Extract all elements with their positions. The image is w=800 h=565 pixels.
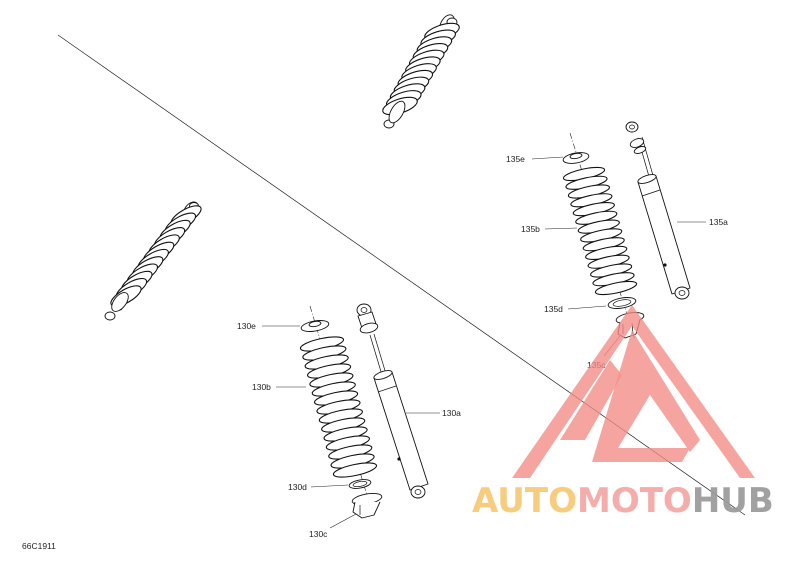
callout-135e: 135e: [506, 154, 525, 164]
part-135d-ring: [607, 297, 637, 309]
watermark-word-moto: MOTO: [577, 481, 692, 521]
spring-coil: [594, 280, 638, 296]
watermark-triangle-mark: [512, 305, 755, 478]
callout-135a: 135a: [709, 217, 728, 227]
callout-130e: 130e: [237, 321, 256, 331]
part-130e-spring-seat: [300, 320, 330, 332]
callout-135b: 135b: [521, 224, 540, 234]
callout-130d: 130d: [288, 482, 307, 492]
callout-130b: 130b: [252, 382, 271, 392]
watermark-logo: AUTOMOTOHUB: [472, 305, 774, 521]
exploded-set-135: [562, 121, 691, 341]
part-130d-ring: [348, 479, 372, 489]
assembled-shock-top: [382, 14, 460, 129]
assembled-shock-left: [104, 201, 202, 321]
watermark-word-hub: HUB: [692, 481, 774, 521]
part-135b-coil-spring: [562, 166, 638, 296]
diagonal-separator-line: [57, 34, 746, 516]
callout-130a: 130a: [442, 408, 461, 418]
part-130c-lower-seat: [351, 492, 383, 519]
exploded-set-130: [299, 303, 429, 519]
callout-135d: 135d: [544, 304, 563, 314]
diagram-reference-number: 66C1911: [22, 541, 56, 551]
spring-coil: [332, 462, 378, 478]
part-130b-coil-spring: [299, 336, 378, 478]
part-135a-damper: [625, 121, 691, 300]
part-130a-damper: [356, 303, 429, 499]
watermark-word-auto: AUTO: [472, 481, 577, 521]
part-135e-spring-seat: [562, 152, 590, 164]
watermark-text: AUTOMOTOHUB: [472, 481, 774, 521]
callout-130c: 130c: [309, 529, 328, 539]
